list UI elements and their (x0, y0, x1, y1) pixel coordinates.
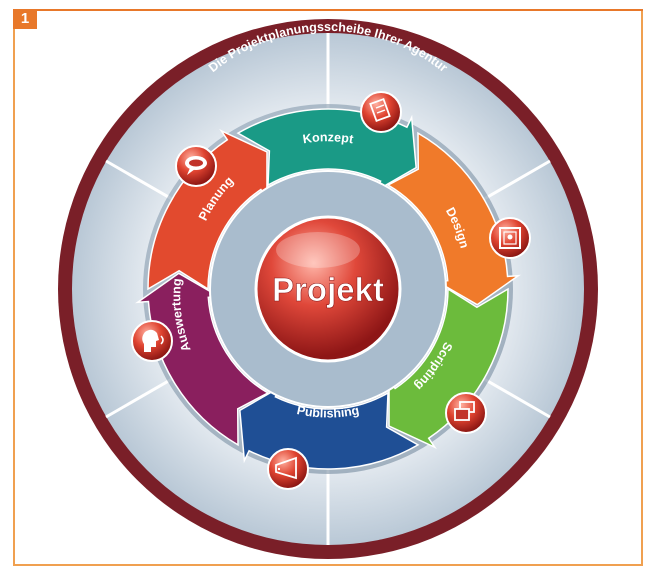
arrow-segment-scripting[interactable] (388, 287, 509, 449)
megaphone-icon[interactable] (267, 448, 309, 490)
arrow-segment-planung[interactable] (147, 129, 268, 291)
center-ball[interactable] (254, 215, 402, 363)
arrow-segment-auswertung[interactable] (135, 272, 270, 447)
center-label: Projekt (272, 271, 384, 308)
process-arrows (135, 108, 521, 470)
picture-frame-icon[interactable] (489, 217, 531, 259)
segment-label-konzept[interactable]: Konzept (302, 130, 355, 146)
ball-highlight (276, 232, 360, 268)
frame-top-border (13, 9, 643, 11)
figure-number-badge: 1 (13, 9, 37, 29)
windows-icon[interactable] (445, 392, 487, 434)
clipboard-icon[interactable] (360, 91, 402, 133)
speaking-head-icon[interactable] (131, 320, 173, 362)
speech-bubble-icon[interactable] (175, 145, 217, 187)
segment-label-publishing[interactable]: Publishing (296, 403, 361, 420)
arrow-segment-design[interactable] (386, 131, 521, 306)
